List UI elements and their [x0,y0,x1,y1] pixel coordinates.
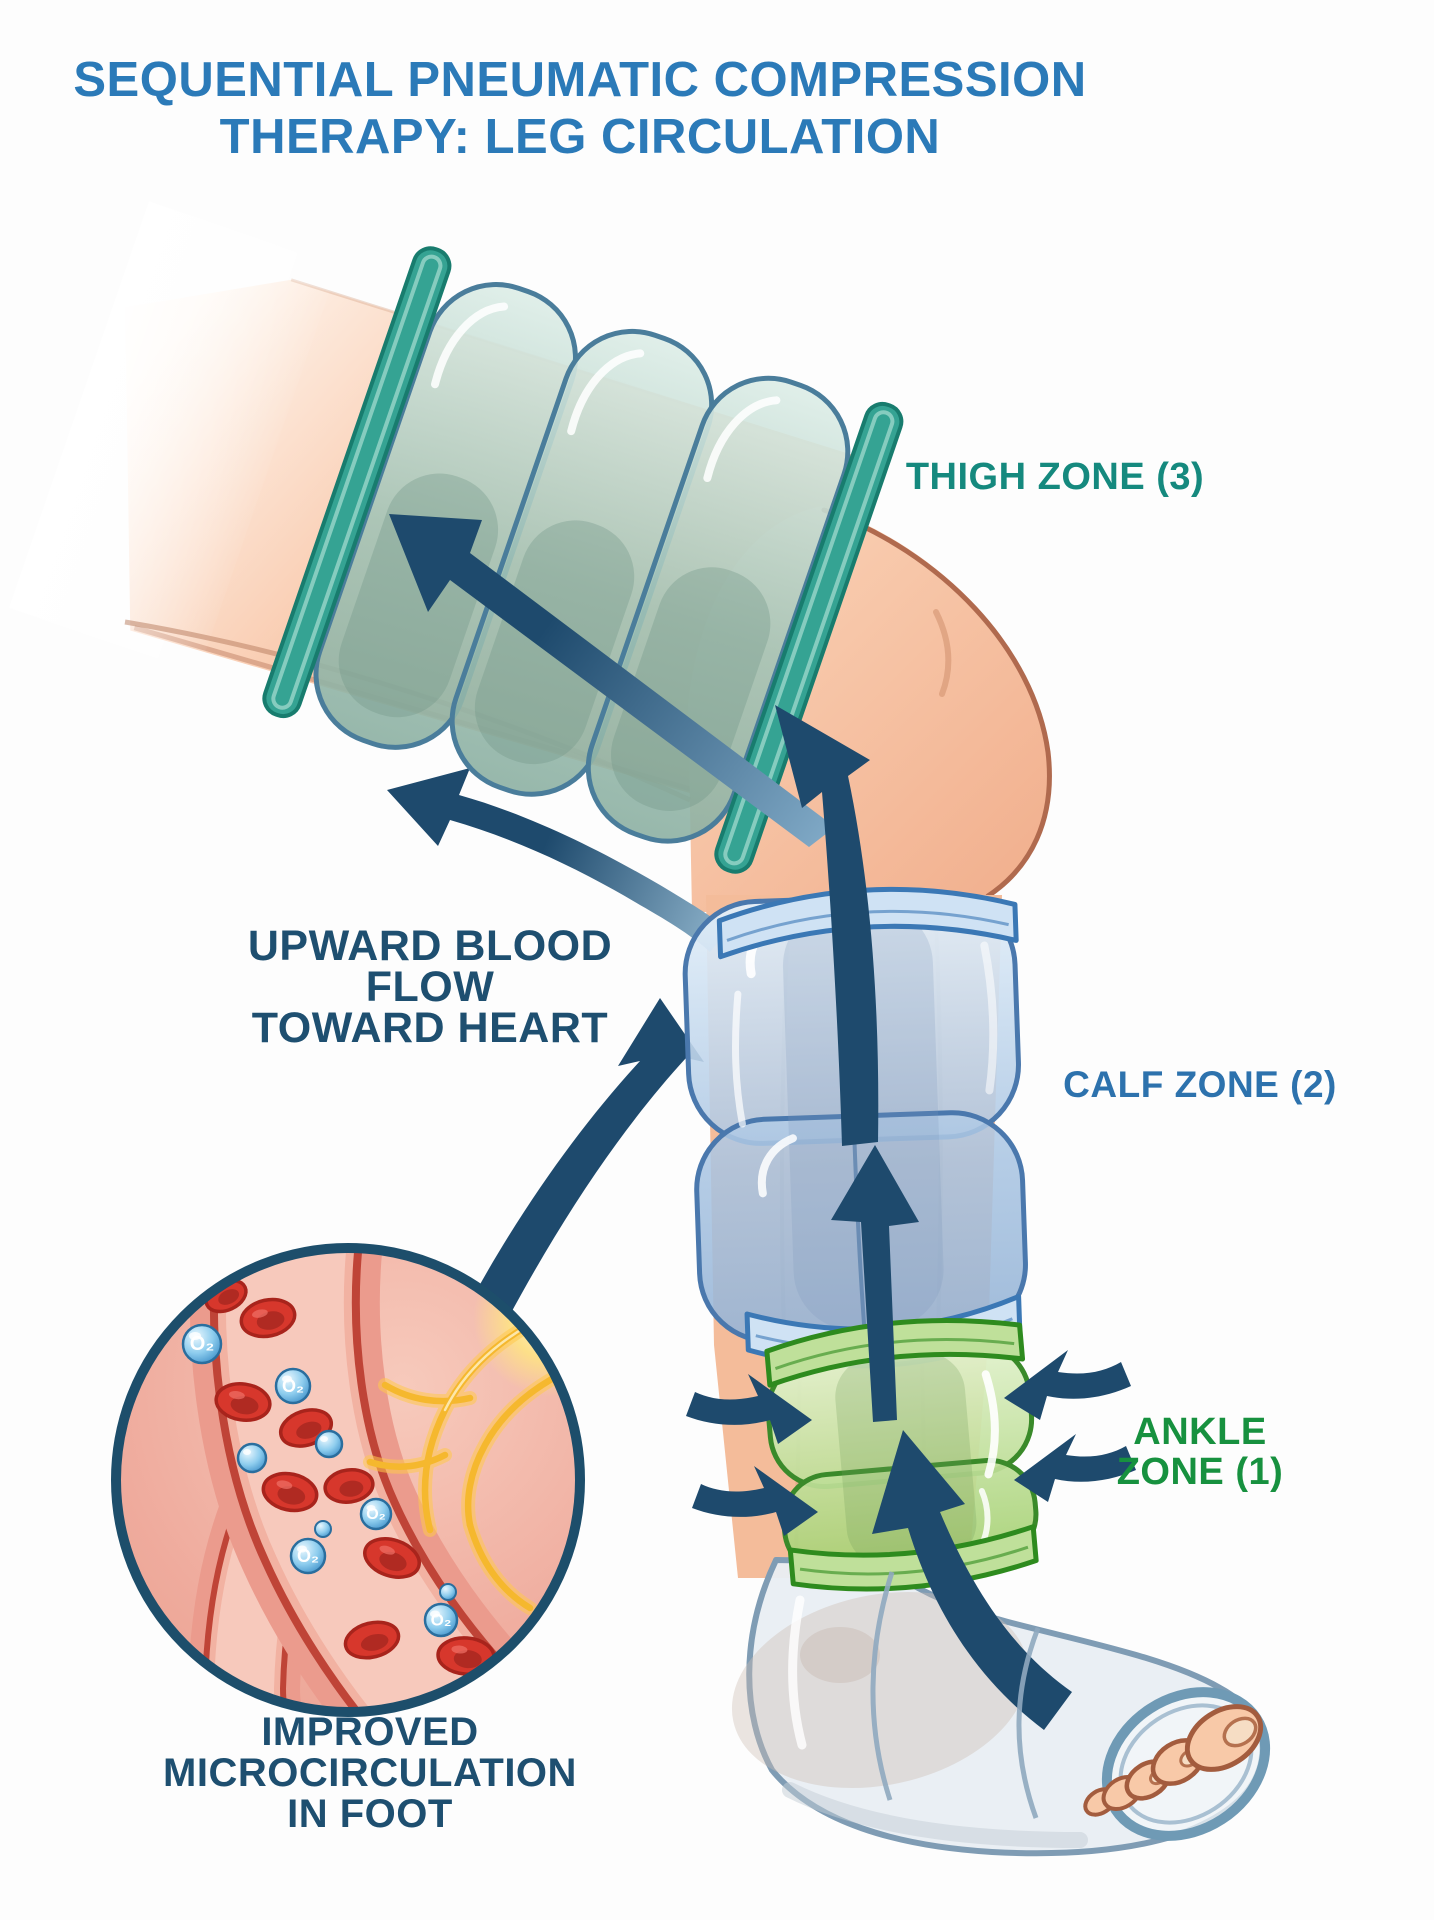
thigh-zone-label: THIGH ZONE (3) [905,456,1205,498]
calf-zone-label: CALF ZONE (2) [1063,1064,1337,1105]
microcirculation-inset: O₂ O₂ O₂ O₂ O₂ [111,1243,585,1717]
foot-wrap-seams [870,1571,1041,1819]
o2-label: O₂ [297,1546,319,1566]
thigh-cuff-rim-upper [262,246,452,719]
o2-label: O₂ [190,1333,214,1355]
blood-flow-arrow-thigh [389,514,835,847]
blood-flow-arrow-calf [831,1145,919,1422]
ankle-zone-label: ANKLE ZONE (1) [1116,1411,1284,1493]
o2-label: O₂ [431,1611,452,1630]
blood-flow-arrow-under-thigh [387,768,728,952]
blood-flow-label: UPWARD BLOOD FLOW TOWARD HEART [247,922,613,1052]
oxygen-bubbles: O₂ O₂ O₂ O₂ O₂ [181,1323,459,1638]
red-blood-cells [204,1278,496,1676]
diagram-title: SEQUENTIAL PNEUMATIC COMPRESSION THERAPY… [73,52,1086,166]
o2-label: O₂ [366,1506,386,1523]
toes [1083,1704,1264,1817]
blood-flow-arrow-ankle [872,1430,1072,1730]
title-line-1: SEQUENTIAL PNEUMATIC COMPRESSION [73,53,1087,107]
inset-ring [111,1243,585,1717]
ankle-cuff-rim-top [764,1317,1026,1388]
title-line-2: THERAPY: LEG CIRCULATION [219,110,941,164]
o2-label: O₂ [282,1376,304,1396]
microcirculation-label: IMPROVED MICROCIRCULATION IN FOOT [163,1710,577,1836]
ankle-compression-arrows [686,1350,1136,1536]
blood-flow-arrow-knee [775,705,879,1146]
thigh-cuff-rim-lower [714,401,904,874]
